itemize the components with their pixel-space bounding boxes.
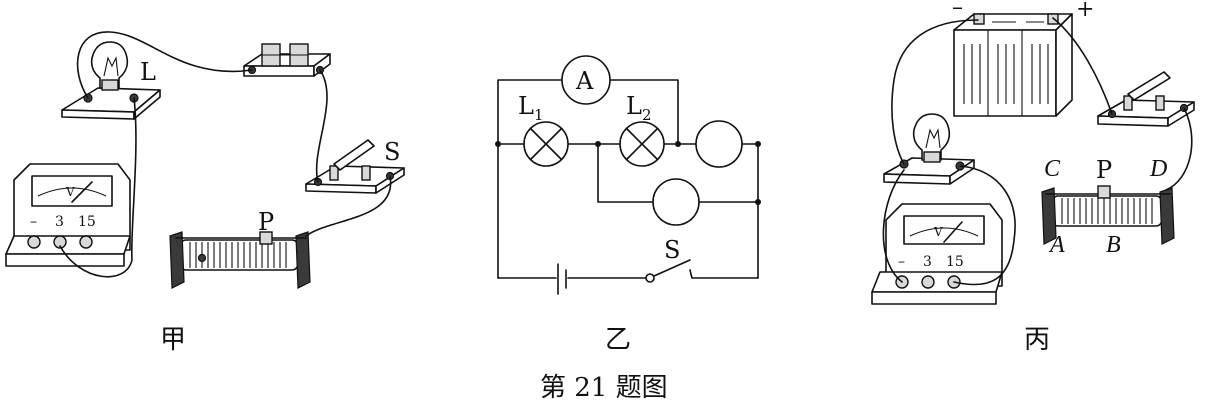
wire-bottom: [497, 269, 759, 279]
panel-bing: – +: [871, 0, 1195, 355]
battery-symbol: [557, 263, 567, 295]
lamp-board-jia: [61, 87, 161, 120]
terminal-B: B: [1106, 232, 1121, 258]
terminal-C: C: [1044, 156, 1061, 182]
switch-jia: [305, 139, 405, 194]
terminal-D: D: [1149, 156, 1167, 182]
junction-dot: [675, 141, 681, 147]
ammeter-label: A: [575, 67, 594, 95]
wire-lower-branch: [597, 143, 759, 203]
switch-bing: [1097, 71, 1195, 127]
lamp-L1-symbol: [523, 121, 569, 167]
meter-empty-lower: [652, 178, 700, 226]
lamp-L1-label: L1: [518, 92, 543, 124]
terminal-A: A: [1048, 232, 1065, 258]
slider-label-P-bing: P: [1096, 156, 1112, 184]
terminal-minus-bing: –: [898, 254, 905, 270]
battery-plus: +: [1076, 0, 1094, 22]
wire-left-loop: [497, 79, 563, 279]
meter-empty-upper: [695, 120, 743, 168]
lamp-board-bing: [883, 113, 975, 185]
switch-symbol: [645, 259, 691, 283]
wire-top-right: [609, 79, 679, 145]
switch-label-S: S: [384, 138, 400, 166]
switch-label-S-yi: S: [664, 236, 680, 264]
lamp-L2-label: L2: [626, 92, 651, 124]
meter-face-V: V: [65, 185, 75, 199]
terminal-15-bing: 15: [946, 254, 964, 270]
slider-label-P: P: [258, 208, 274, 236]
lamp-L2-symbol: [619, 121, 665, 167]
battery-minus: –: [952, 0, 963, 20]
figure-caption: 第 21 题图: [540, 373, 668, 403]
meter-face-V-bing: V: [933, 225, 943, 239]
panel-jia: L S: [5, 31, 405, 355]
panel-title-yi: 乙: [605, 325, 631, 355]
ammeter-symbol: A: [561, 55, 611, 105]
junction-dot: [495, 141, 501, 147]
battery-pack: [953, 13, 1073, 117]
voltmeter-bing: V – 3 15: [871, 203, 1003, 305]
terminal-3: 3: [55, 214, 64, 230]
top-component-jia: [243, 43, 331, 77]
panel-title-bing: 丙: [1024, 325, 1050, 355]
lamp-bulb-jia: [90, 41, 129, 91]
panel-title-jia: 甲: [160, 325, 186, 355]
junction-dot: [755, 199, 761, 205]
rheostat-jia: [169, 231, 311, 289]
junction-dot: [755, 141, 761, 147]
wires-jia: [59, 31, 392, 278]
lamp-label-L: L: [140, 58, 156, 86]
terminal-minus: –: [30, 214, 37, 230]
terminal-3-bing: 3: [923, 254, 932, 270]
panel-yi: A L1 L2: [495, 55, 761, 355]
junction-dot: [595, 141, 601, 147]
rheostat-bing: [1041, 185, 1175, 245]
wires-bing: [882, 17, 1193, 286]
voltmeter-jia: V – 3 15: [5, 163, 131, 267]
terminal-15: 15: [78, 214, 96, 230]
